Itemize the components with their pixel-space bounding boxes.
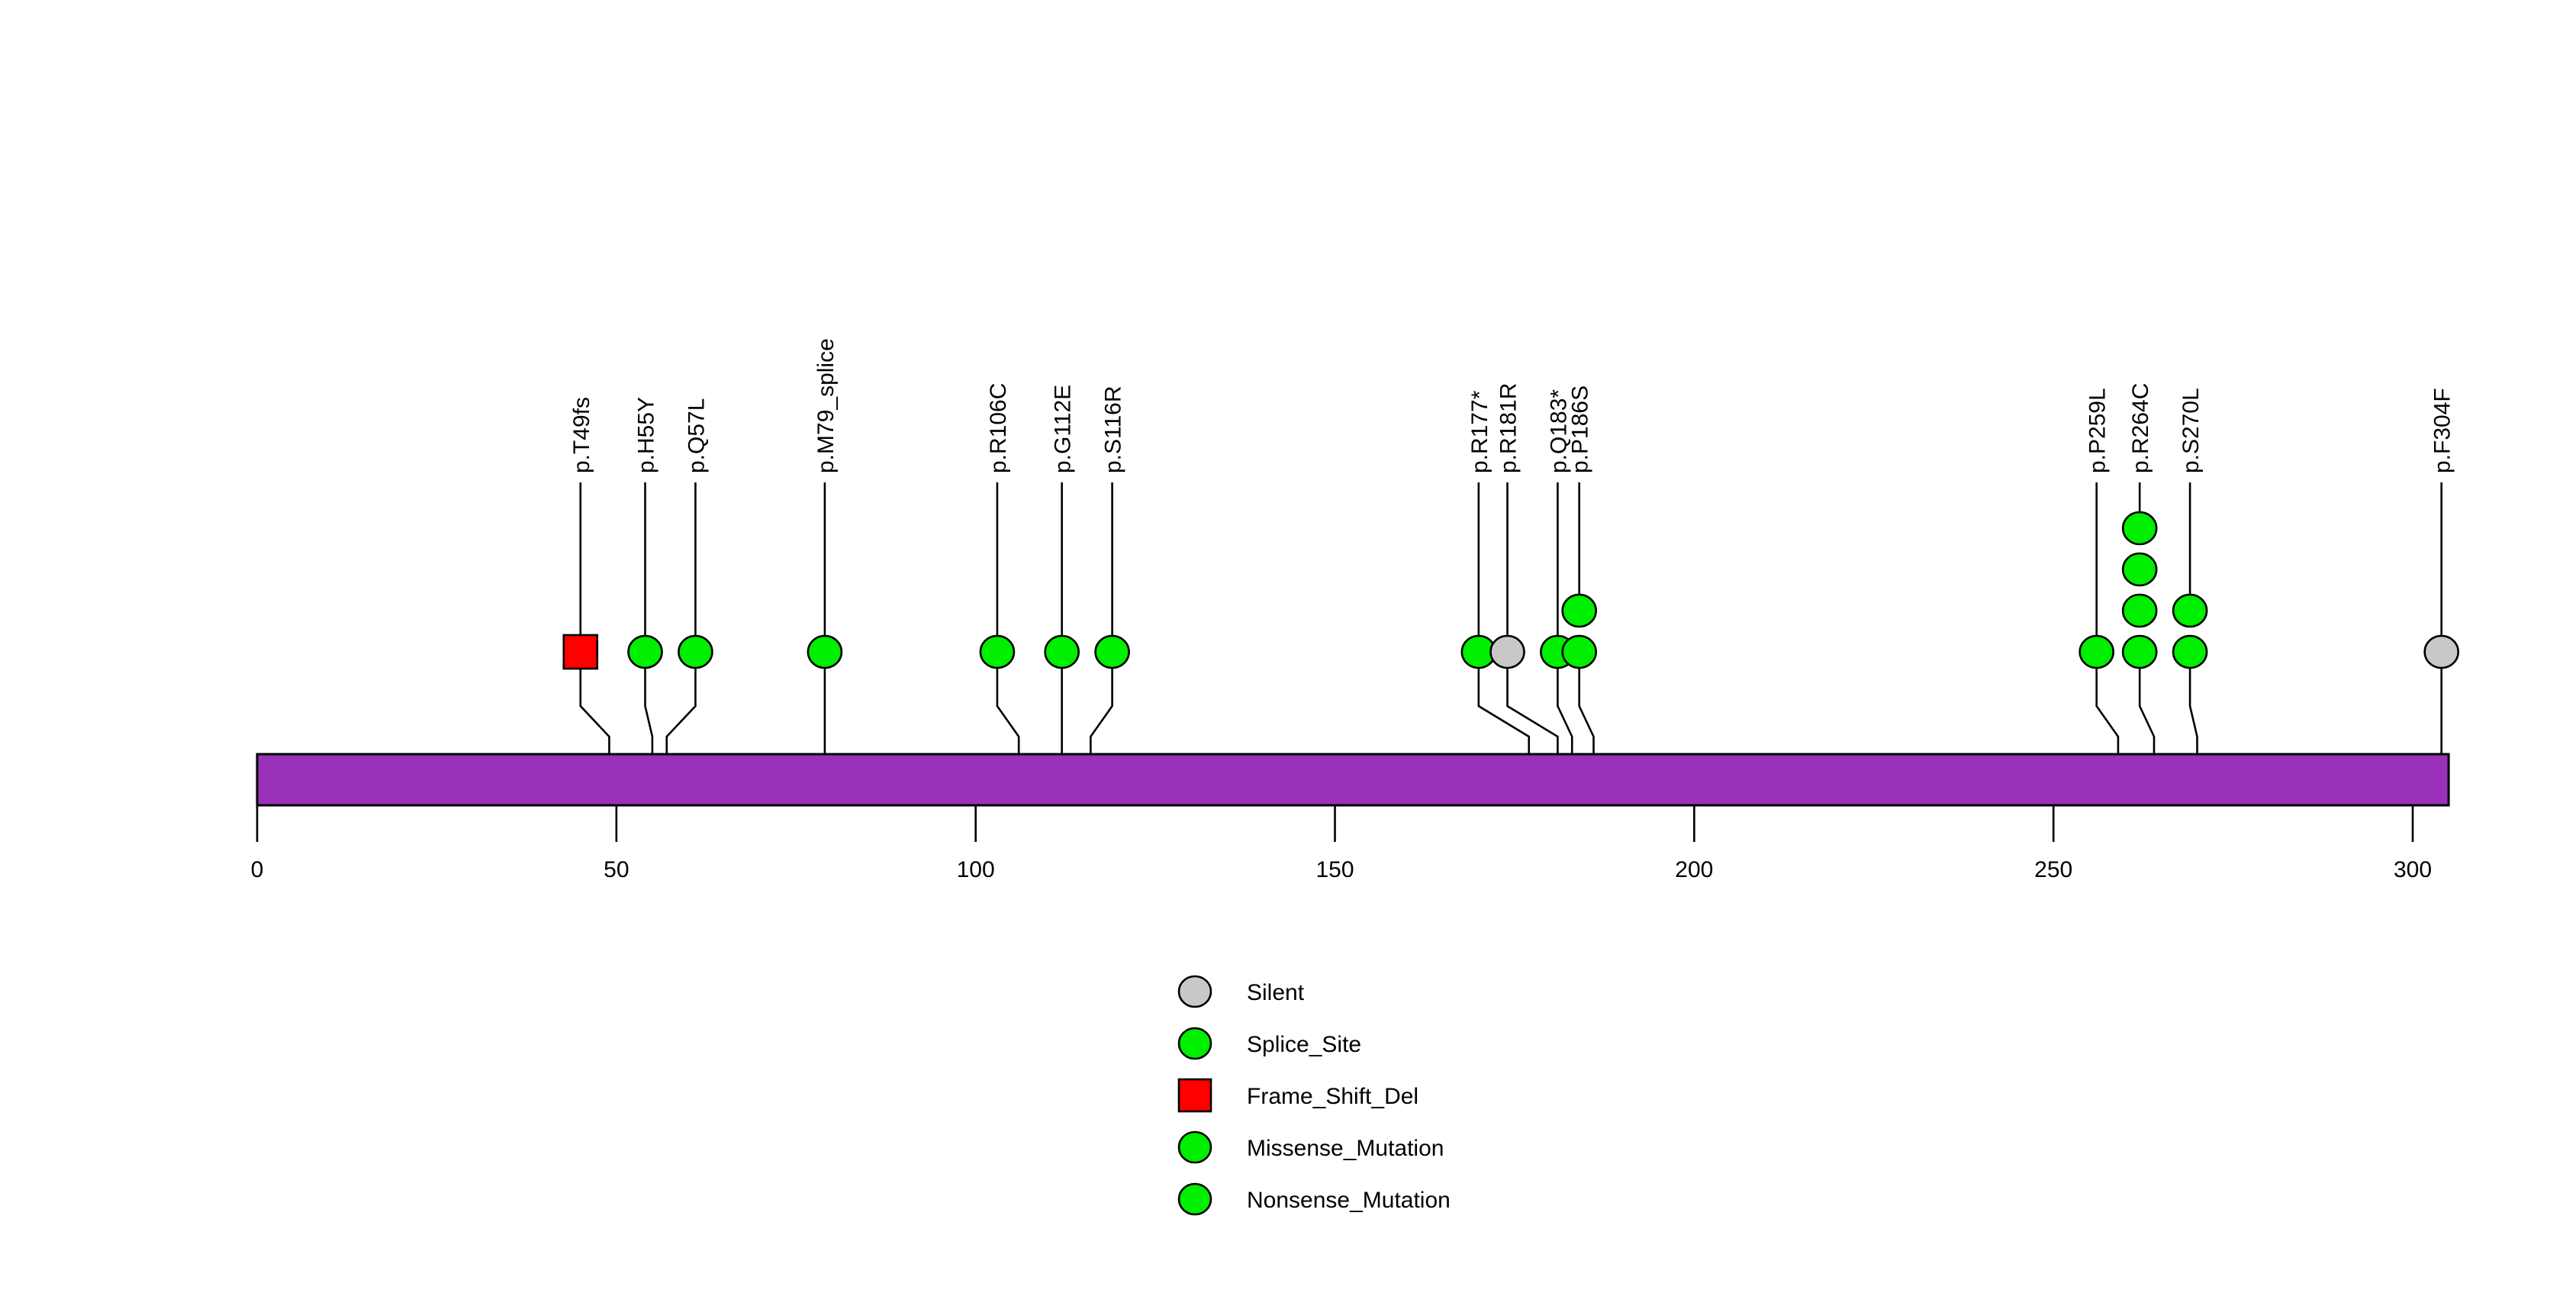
mutation-marker-circle[interactable]	[2172, 634, 2208, 669]
mutation-label: p.Q183*	[1546, 389, 1571, 473]
mutation-label: p.T49fs	[569, 397, 594, 473]
legend-swatch-circle[interactable]	[1177, 1027, 1212, 1060]
axis-tick-label: 100	[957, 857, 995, 882]
axis-tick-label: 150	[1315, 857, 1354, 882]
mutation-marker-circle[interactable]	[2121, 593, 2158, 628]
markers-layer	[562, 511, 2459, 670]
mutation-label: p.R106C	[986, 383, 1011, 473]
mutation-marker-circle[interactable]	[2079, 634, 2114, 669]
legend-label: Splice_Site	[1247, 1032, 1361, 1057]
mutation-marker-circle[interactable]	[2121, 634, 2158, 669]
axis-tick-label: 0	[251, 857, 264, 882]
mutation-marker-circle[interactable]	[678, 634, 713, 669]
axis-tick-label: 250	[2034, 857, 2072, 882]
mutation-marker-circle[interactable]	[1094, 634, 1130, 669]
mutation-marker-circle[interactable]	[2172, 593, 2208, 628]
legend-label: Silent	[1247, 980, 1305, 1005]
legend-swatch-square[interactable]	[1177, 1078, 1212, 1113]
mutation-label: p.Q57L	[684, 398, 709, 473]
legend-label: Nonsense_Mutation	[1247, 1188, 1451, 1213]
mutation-marker-circle[interactable]	[807, 634, 843, 669]
mutation-label: p.P259L	[2085, 388, 2111, 473]
legend-label: Frame_Shift_Del	[1247, 1084, 1418, 1109]
mutation-label: p.H55Y	[634, 397, 659, 473]
mutation-marker-circle[interactable]	[1044, 634, 1080, 669]
mutation-marker-square[interactable]	[562, 634, 599, 670]
mutation-label: p.P186S	[1568, 385, 1593, 473]
mutation-label: p.M79_splice	[813, 338, 839, 473]
protein-bar-layer	[256, 753, 2450, 807]
mutation-marker-circle[interactable]	[1561, 634, 1597, 669]
mutation-label: p.S270L	[2178, 388, 2204, 473]
mutation-marker-circle[interactable]	[627, 634, 663, 669]
protein-domain-bar	[256, 753, 2450, 807]
legend-swatch-circle[interactable]	[1177, 1182, 1212, 1216]
mutation-label: p.R177*	[1467, 390, 1492, 473]
legend-swatch-circle[interactable]	[1177, 975, 1212, 1008]
axis-tick-label: 300	[2394, 857, 2432, 882]
mutation-label: p.R264C	[2128, 383, 2153, 473]
mutation-label: p.F304F	[2430, 388, 2455, 473]
mutation-marker-circle[interactable]	[979, 634, 1016, 669]
legend-swatch-circle[interactable]	[1177, 1130, 1212, 1164]
axis-tick-label: 50	[604, 857, 629, 882]
axis-tick-label: 200	[1675, 857, 1713, 882]
mutation-marker-circle[interactable]	[2423, 634, 2459, 669]
mutation-labels-layer: p.T49fs p.H55Y p.Q57L p.M79_splice p.R106C p.…	[569, 338, 2455, 473]
mutation-label: p.S116R	[1101, 385, 1126, 473]
legend-layer: SilentSplice_SiteFrame_Shift_DelMissense…	[1177, 975, 1451, 1216]
mutation-marker-circle[interactable]	[1489, 634, 1525, 669]
mutation-label: p.G112E	[1051, 385, 1076, 473]
mutation-marker-circle[interactable]	[2121, 552, 2158, 587]
x-axis-layer: 0 50 100 150 200 250 300	[251, 805, 2432, 882]
legend-label: Missense_Mutation	[1247, 1136, 1444, 1161]
mutation-label: p.R181R	[1496, 383, 1521, 473]
mutation-marker-circle[interactable]	[1561, 593, 1597, 628]
mutation-marker-circle[interactable]	[2121, 511, 2158, 546]
